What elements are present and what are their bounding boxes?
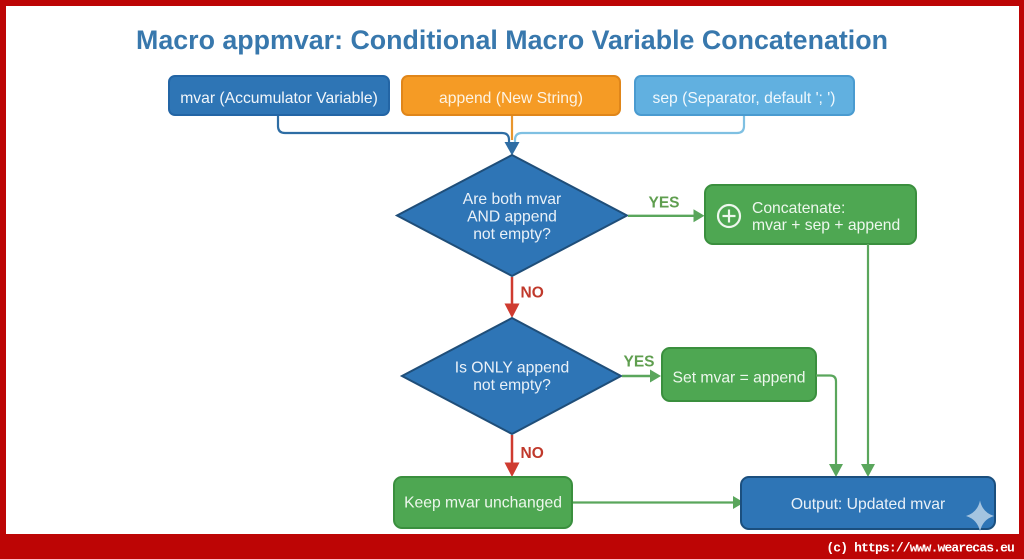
svg-text:not empty?: not empty? <box>473 377 551 394</box>
svg-text:Keep mvar unchanged: Keep mvar unchanged <box>404 495 562 512</box>
svg-text:mvar (Accumulator Variable): mvar (Accumulator Variable) <box>180 90 378 107</box>
svg-text:not empty?: not empty? <box>473 226 551 243</box>
svg-text:Macro appmvar: Conditional Mac: Macro appmvar: Conditional Macro Variabl… <box>136 25 888 55</box>
svg-text:Set mvar = append: Set mvar = append <box>673 370 806 387</box>
svg-text:Is ONLY append: Is ONLY append <box>455 360 570 377</box>
svg-text:mvar + sep + append: mvar + sep + append <box>752 217 900 234</box>
svg-text:NO: NO <box>521 445 544 462</box>
svg-text:(c) https://www.wearecas.eu: (c) https://www.wearecas.eu <box>826 541 1014 556</box>
svg-text:Are both mvar: Are both mvar <box>463 191 562 208</box>
svg-text:sep (Separator, default '; '): sep (Separator, default '; ') <box>652 90 835 107</box>
svg-text:Output: Updated mvar: Output: Updated mvar <box>791 496 945 513</box>
svg-text:YES: YES <box>648 195 679 212</box>
svg-text:YES: YES <box>623 354 654 371</box>
svg-text:Concatenate:: Concatenate: <box>752 200 845 217</box>
svg-text:NO: NO <box>521 285 544 302</box>
svg-text:AND append: AND append <box>467 209 557 226</box>
svg-text:append (New String): append (New String) <box>439 90 583 107</box>
